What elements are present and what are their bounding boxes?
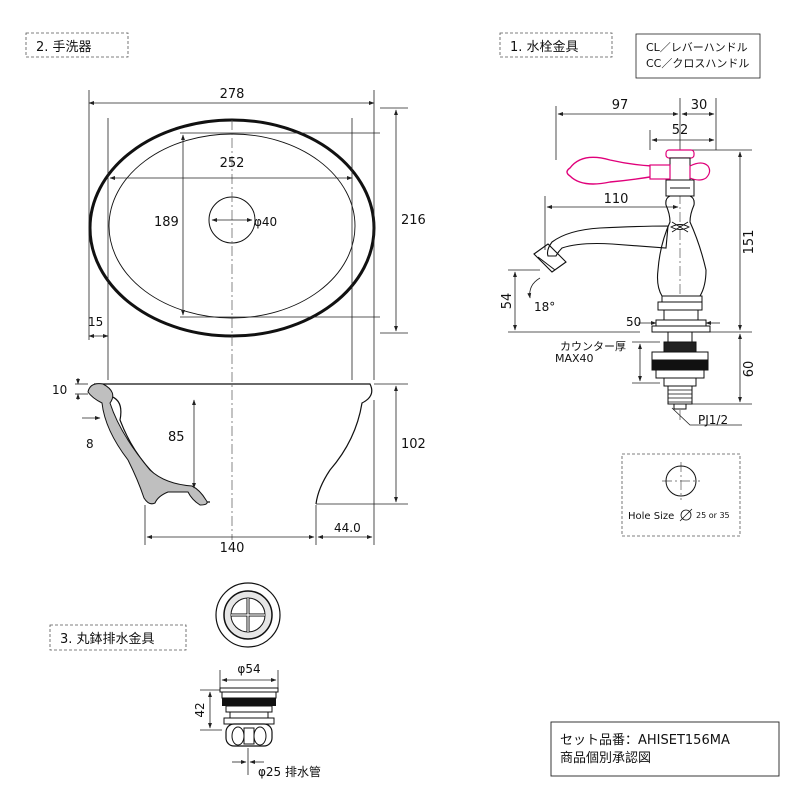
dim-rim-offset: 15: [88, 315, 103, 329]
dim-inner-width: 252: [220, 156, 245, 171]
dim-bowl-depth: 85: [168, 430, 185, 445]
handle-legend: CL／レバーハンドル CC／クロスハンドル: [635, 33, 761, 79]
dim-reach-left: 97: [612, 98, 629, 113]
dim-bottom-width: 140: [220, 541, 245, 556]
dim-drain-height: 42: [193, 702, 207, 717]
approval-label: 商品個別承認図: [560, 750, 651, 766]
basin-section-view: 102 85 140 44.0 10 8: [52, 378, 426, 556]
dim-reach-right: 30: [691, 98, 708, 113]
dim-side-offset: 44.0: [334, 521, 361, 535]
dim-drain-pipe: φ25 排水管: [258, 764, 321, 779]
hole-size-label: Hole Size: [628, 511, 674, 522]
thread-spec: PJ1/2: [698, 413, 728, 427]
diameter-symbol-icon: [679, 508, 693, 522]
dim-drain-diameter: φ54: [237, 662, 260, 676]
dim-spout-height: 54: [500, 293, 515, 310]
counter-thickness-max: MAX40: [555, 352, 594, 365]
legend-lever: CL／レバーハンドル: [646, 41, 748, 54]
drain-top-view: [215, 582, 281, 648]
dim-drain-hole: φ40: [254, 215, 277, 229]
set-number: セット品番：AHISET156MA: [560, 733, 730, 748]
faucet-elevation: 97 30 52 110 151 54 18° 50 カウンター厚 MAX40 …: [500, 98, 757, 427]
hole-size-values: 25 or 35: [696, 511, 730, 520]
dim-base: 50: [626, 315, 641, 329]
dim-inner-depth: 189: [154, 215, 179, 230]
dim-spout: 110: [604, 192, 629, 207]
dim-angle: 18°: [534, 300, 555, 314]
basin-section-title: 2. 手洗器: [36, 40, 92, 55]
section-label-drain: 3. 丸鉢排水金具: [49, 624, 187, 651]
legend-cross: CC／クロスハンドル: [646, 57, 749, 70]
lever-handle: [566, 156, 657, 185]
dim-overall-width: 278: [220, 87, 245, 102]
dim-shank: 60: [742, 361, 757, 378]
counter-thickness-label: カウンター厚: [560, 340, 626, 353]
drain-side-view: φ54 42 φ25 排水管: [193, 662, 321, 779]
basin-plan-view: 278 252 189 φ40 216 15: [88, 87, 426, 540]
drain-section-title: 3. 丸鉢排水金具: [60, 631, 155, 647]
dim-height: 102: [401, 437, 426, 452]
section-label-faucet: 1. 水栓金具: [499, 32, 613, 58]
set-info-box: セット品番：AHISET156MA 商品個別承認図: [550, 721, 780, 777]
dim-faucet-height: 151: [742, 230, 757, 255]
dim-handle: 52: [672, 123, 689, 138]
dim-rim-thickness: 10: [52, 383, 67, 397]
hole-size-detail: Hole Size 25 or 35: [621, 453, 741, 537]
dim-overall-depth: 216: [401, 213, 426, 228]
faucet-section-title: 1. 水栓金具: [510, 39, 579, 55]
section-label-basin: 2. 手洗器: [25, 32, 129, 58]
handle-top: [665, 149, 695, 159]
dim-wall: 8: [86, 437, 94, 451]
